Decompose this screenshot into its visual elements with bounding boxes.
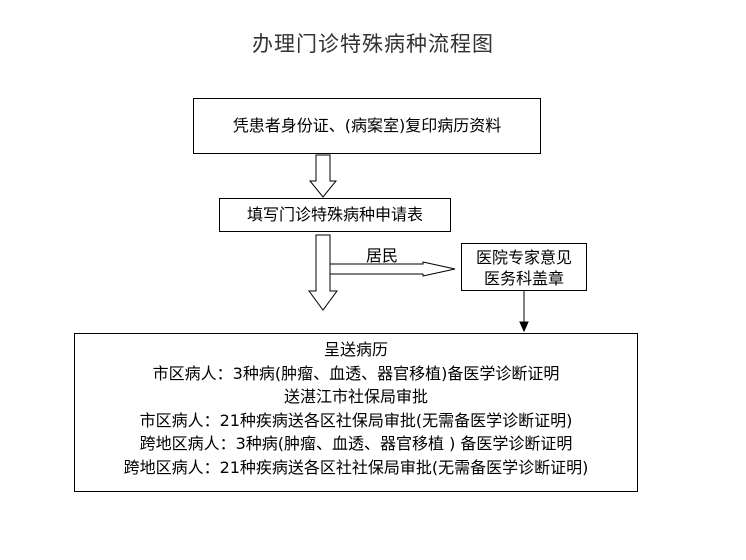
expert-box: 医院专家意见 医务科盖章 — [461, 243, 587, 291]
diagram-title: 办理门诊特殊病种流程图 — [252, 32, 494, 56]
thin-arrowhead — [519, 321, 529, 333]
step2-box: 填写门诊特殊病种申请表 — [219, 198, 451, 232]
submit-line-4: 市区病人：21种疾病送各区社保局审批(无需备医学诊断证明) — [139, 410, 573, 430]
resident-label: 居民 — [366, 246, 399, 265]
block-arrow-step1-to-step2 — [308, 154, 338, 198]
submit-line-5: 跨地区病人：3种病(肿瘤、血透、器官移植 ) 备医学诊断证明 — [139, 434, 573, 453]
expert-line-1: 医院专家意见 — [475, 248, 572, 267]
step1-box: 凭患者身份证、(病案室)复印病历资料 — [193, 98, 541, 154]
submit-line-2: 市区病人：3种病(肿瘤、血透、器官移植)备医学诊断证明 — [152, 363, 560, 383]
submit-line-6: 跨地区病人：21种疾病送各区社社保局审批(无需备医学诊断证明) — [123, 457, 589, 477]
step2-text: 填写门诊特殊病种申请表 — [246, 205, 423, 224]
side-arrow-resident-to-expert — [329, 261, 456, 277]
submit-box: 呈送病历 市区病人：3种病(肿瘤、血透、器官移植)备医学诊断证明 送湛江市社保局… — [74, 333, 638, 492]
step1-text: 凭患者身份证、(病案室)复印病历资料 — [232, 116, 502, 135]
submit-line-1: 呈送病历 — [323, 340, 388, 359]
expert-line-2: 医务科盖章 — [483, 269, 564, 288]
block-arrow-step2-to-submit — [308, 234, 338, 311]
submit-line-3: 送湛江市社保局审批 — [283, 387, 428, 406]
